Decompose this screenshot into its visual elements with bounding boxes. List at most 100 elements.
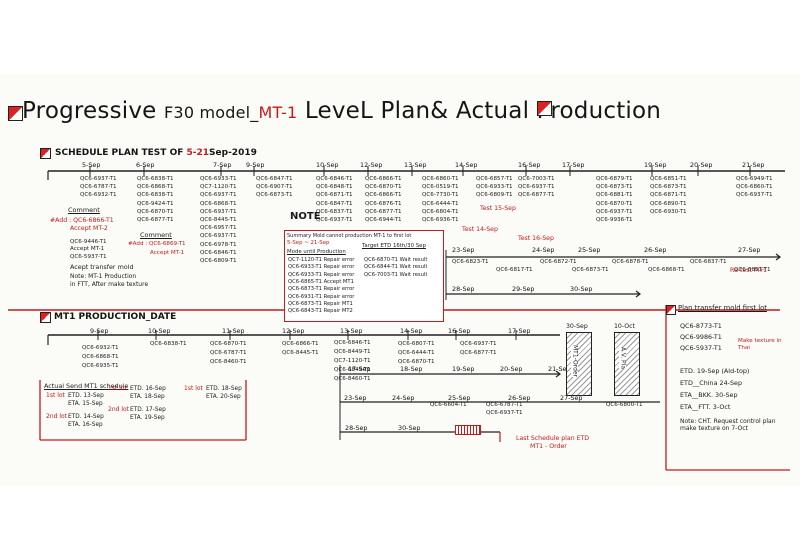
schedule-item: QC6-9936-T1 (596, 217, 633, 223)
schedule-item: QC6-6870-T1 (596, 200, 633, 207)
mt1-date: 23-Sep (344, 394, 367, 402)
schedule-item: QC6-6860-T1 (736, 184, 773, 191)
flag-icon (40, 312, 51, 323)
schedule-item: QC6-6847-T1 (256, 176, 293, 182)
actual-eta: ETA. 18-Sep (130, 394, 165, 400)
mt1-date: 18-Sep (400, 365, 423, 373)
schedule-item: QC6-6871-T1 (316, 192, 353, 199)
test-16: Test 16-Sep (518, 235, 554, 242)
actual-lot: 1st lot (46, 392, 65, 399)
actual-lot: 1st lot (184, 385, 203, 392)
schedule-item: QC6-8445-T1 (200, 217, 237, 223)
mt1-item: QC6-6800-T1 (606, 402, 643, 408)
ct2-date: 10-Oct (614, 323, 635, 330)
extra-item: Accept MT-1 (70, 246, 105, 252)
schedule-item: QC6-6809-T1 (476, 192, 513, 199)
schedule-date: 21-Sep (742, 161, 765, 169)
schedule-item: QC6-6809-T1 (200, 258, 237, 264)
note-item: QC7-1120-T1 Repair error (288, 257, 355, 263)
schedule-item: QC6-6933-T1 (476, 184, 513, 191)
schedule-date: 16-Sep (518, 161, 541, 169)
mt1-item: QC6-6868-T1 (82, 354, 119, 360)
mid-item: QC6-6851-T1 (734, 267, 771, 273)
schedule-item: QC6-6877-T1 (137, 217, 174, 223)
note-item: QC6-6844-T1 Wait result (364, 264, 428, 271)
actual-heading: Actual Send MT1 schedule (44, 382, 129, 390)
schedule-item: QC6-6866-T1 (365, 176, 402, 182)
schedule-date: 13-Sep (404, 161, 427, 169)
mid-date: 29-Sep (512, 285, 535, 293)
schedule-item: QC6-6866-T1 (365, 192, 402, 199)
mt1-date: 14-Sep (400, 327, 423, 335)
flag-icon (666, 305, 676, 315)
mt1-date: 13-Sep (340, 327, 363, 335)
schedule-date: 20-Sep (690, 161, 713, 169)
schedule-date: 10-Sep (316, 161, 339, 169)
schedule-item: QC6-6890-T1 (650, 200, 687, 207)
mt1-item: QC6-6787-T1 (486, 402, 523, 408)
schedule-item: QC6-6937-T1 (80, 176, 117, 182)
plan-eta-bkk: ETA__BKK. 30-Sep (680, 391, 738, 399)
arrow-icon (555, 370, 561, 378)
schedule-item: QC6-6804-T1 (422, 208, 459, 215)
comment-accept: Accept MT-2 (70, 225, 108, 232)
mt1-item: QC6-6866-T1 (282, 341, 319, 347)
mt1-date: 30-Sep (398, 424, 421, 432)
schedule-item: QC6-6838-T1 (137, 192, 174, 199)
comment2-label: Comment (140, 231, 172, 239)
schedule-item: QC6-6937-T1 (518, 184, 555, 191)
note-item: QC6-6931-T1 Repair error (288, 293, 355, 300)
plan-etd: ETD. 19-Sep (Ald-top) (680, 367, 750, 375)
mt1-date: 9-Sep (90, 327, 109, 335)
plan-note: Note: CHT. Request control plan make tex… (680, 418, 776, 433)
schedule-item: QC6-6937-T1 (596, 208, 633, 215)
mt1-item: QC6-6877-T1 (460, 350, 497, 356)
note-line2: 5-Sep ~ 21-Sep (287, 240, 330, 246)
mt1-item: QC6-6849-T1 (334, 367, 371, 373)
schedule-item: QC6-6907-T1 (256, 184, 293, 191)
schedule-item: QC6-7730-T1 (422, 192, 459, 199)
schedule-date: 17-Sep (562, 161, 585, 169)
note-item: QC6-6873-T1 Repair error (288, 286, 355, 293)
flag-icon (537, 101, 552, 116)
mid-date: 25-Sep (578, 246, 601, 254)
last-plan2: MT1 - Order (530, 443, 567, 450)
schedule-item: QC6-6936-T1 (422, 217, 459, 223)
mt1-item: QC6-6937-T1 (460, 341, 497, 347)
mid-date: 30-Sep (570, 285, 593, 293)
plan-item: QC6-8773-T1 (680, 322, 722, 330)
note-item: QC6-6873-T1 Repair MT1 (288, 300, 353, 307)
schedule-item: QC6-6860-T1 (422, 176, 459, 182)
mt1-item: QC6-6937-T1 (486, 410, 523, 416)
arrow-icon (775, 253, 781, 261)
schedule-item: QC6-6846-T1 (316, 176, 353, 182)
mt1-date: 19-Sep (452, 365, 475, 373)
note-item: QC6-6865-T1 Accept MT1 (288, 278, 354, 285)
schedule-item: QC6-6957-T1 (200, 225, 237, 232)
mt1-date: 26-Sep (508, 394, 531, 402)
schedule-item: QC6-6873-T1 (596, 184, 633, 191)
schedule-item: QC6-6937-T1 (200, 233, 237, 240)
schedule-item: QC6-6444-T1 (422, 200, 459, 207)
schedule-date: 12-Sep (360, 161, 383, 169)
note-after: in FTT, After make texture (70, 281, 149, 288)
actual-etd: ETD. 17-Sep (130, 407, 166, 413)
mid-item: QC6-6872-T1 (540, 259, 577, 265)
schedule-item: QC6-6873-T1 (256, 192, 293, 199)
test-15: Test 15-Sep (480, 205, 516, 212)
actual-lot: 1st lot (108, 385, 127, 392)
page-title: Progressive F30 model_MT-1 LeveL Plan& A… (22, 98, 662, 124)
mt1-item: QC6-6838-T1 (150, 341, 187, 347)
note-title: NOTE (290, 211, 321, 222)
mt1-item: QC6-6444-T1 (398, 350, 435, 356)
schedule-item: QC6-6873-T1 (650, 184, 687, 191)
mt1-item: QC6-8460-T1 (210, 359, 247, 365)
ct1-label: MT1-Order (571, 345, 579, 378)
plan-make: Make texture in Thai (738, 338, 782, 351)
plan-heading: Plan transfer mold first lot (678, 304, 767, 312)
schedule-item: QC7-1120-T1 (200, 184, 237, 191)
mt1-date: 27-Sep (560, 394, 583, 402)
mt1-date: 10-Sep (148, 327, 171, 335)
schedule-item: QC6-0519-T1 (422, 184, 459, 191)
plan-item: QC6-9986-T1 (680, 333, 722, 341)
